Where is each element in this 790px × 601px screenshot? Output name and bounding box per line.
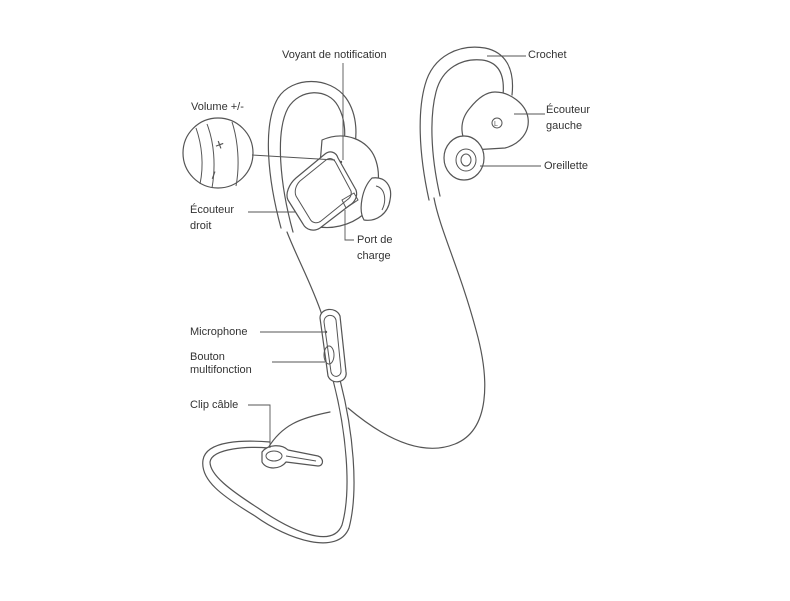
left-marker-icon: L xyxy=(494,121,498,128)
multifunction-button-label-line1: Bouton xyxy=(190,351,225,363)
right-earbud-label: Écouteur droit xyxy=(190,204,234,233)
charging-port-label-line1: Port de xyxy=(357,234,393,246)
multifunction-button-label-line2: multifonction xyxy=(190,364,252,376)
volume-label: Volume +/- xyxy=(191,101,244,113)
left-earbud: L xyxy=(443,91,529,181)
cable-clip xyxy=(261,445,324,469)
left-ear-hook xyxy=(419,46,514,201)
left-earbud-label: Écouteur gauche xyxy=(546,104,590,133)
remote-control xyxy=(319,308,347,383)
leader-lines xyxy=(248,55,545,448)
cable-clip-label: Clip câble xyxy=(190,399,239,411)
right-earbud xyxy=(286,135,392,231)
right-ear-hook xyxy=(267,80,357,233)
microphone-label: Microphone xyxy=(190,326,248,338)
notification-led-label: Voyant de notification xyxy=(282,49,387,61)
left-earbud-label-line1: Écouteur xyxy=(546,104,591,116)
multifunction-button-label: Bouton multifonction xyxy=(190,351,252,377)
ear-hook-label: Crochet xyxy=(528,49,567,61)
cables xyxy=(202,197,486,544)
right-earbud-label-line2: droit xyxy=(190,220,212,232)
charging-port-label-line2: charge xyxy=(357,250,391,262)
ear-tip-label: Oreillette xyxy=(544,160,589,172)
charging-port-label: Port de charge xyxy=(357,234,392,263)
volume-zoom-circle: + − xyxy=(182,117,254,189)
right-earbud-label-line1: Écouteur xyxy=(190,204,235,216)
left-earbud-label-line2: gauche xyxy=(546,120,583,132)
